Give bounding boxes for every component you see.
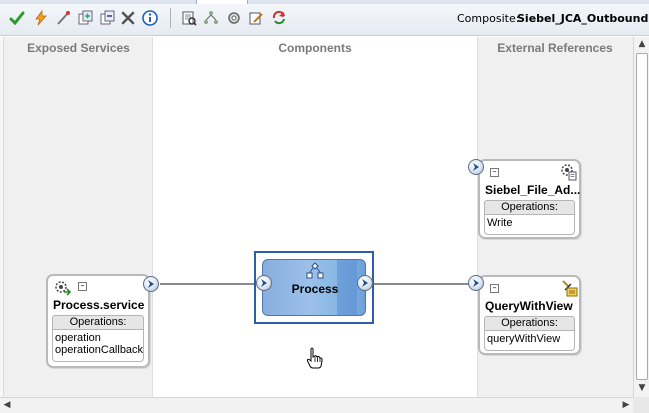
bpel-process-icon — [306, 262, 324, 283]
hand-cursor-icon — [306, 347, 324, 372]
process-name: Process — [291, 282, 339, 296]
toolbar: Composite: Siebel_JCA_Outbound — [0, 0, 649, 36]
preview-icon[interactable] — [180, 9, 198, 27]
operations-header: Operations: — [484, 200, 575, 215]
wire-service-to-process[interactable] — [160, 283, 258, 285]
editor-tab-strip — [0, 0, 649, 4]
operations-list: operation operationCallback — [52, 330, 144, 362]
operation-item[interactable]: operation — [55, 332, 101, 344]
collapse-button[interactable]: – — [490, 168, 499, 177]
scrollbar-corner — [633, 397, 649, 413]
components-title: Components — [278, 41, 352, 55]
info-icon[interactable] — [141, 9, 159, 27]
siebel-file-adapter-component[interactable]: – Siebel_File_Ad... Operations: Write — [478, 159, 581, 239]
adapter-gear-icon — [558, 162, 578, 185]
adapter-plug-icon — [559, 278, 579, 301]
scroll-down-icon[interactable]: ▼ — [638, 383, 646, 393]
process-component[interactable]: Process — [262, 259, 366, 316]
canvas-left-edge — [0, 37, 4, 397]
service-port-icon[interactable] — [143, 276, 159, 292]
layout-icon[interactable] — [202, 9, 220, 27]
vertical-scrollbar[interactable]: ▲ ▼ — [633, 37, 649, 397]
refresh-icon[interactable] — [270, 9, 288, 27]
web-service-gear-icon — [53, 278, 73, 301]
operations-list: Write — [484, 215, 575, 235]
delete-icon[interactable] — [119, 9, 137, 27]
operations-list: queryWithView — [484, 331, 575, 351]
toolbar-separator — [170, 8, 171, 28]
query-with-view-name: QueryWithView — [485, 299, 573, 313]
collapse-button[interactable]: – — [78, 282, 87, 291]
composite-canvas[interactable]: Exposed Services Components External Ref… — [0, 37, 649, 413]
collapse-button[interactable]: – — [490, 284, 499, 293]
siebel-file-adapter-name: Siebel_File_Ad... — [485, 183, 581, 197]
reference-port-icon[interactable] — [468, 159, 484, 175]
operations-header: Operations: — [484, 316, 575, 331]
components-lane[interactable] — [153, 37, 477, 397]
settings-icon[interactable] — [225, 9, 243, 27]
external-references-title: External References — [497, 41, 613, 55]
composite-label: Composite: — [457, 12, 520, 25]
add-icon[interactable] — [76, 9, 94, 27]
process-service-component[interactable]: – Process.service Operations: operation … — [46, 274, 150, 368]
deploy-bolt-icon[interactable] — [32, 9, 50, 27]
operation-item[interactable]: operationCallback — [55, 344, 144, 356]
scroll-right-icon[interactable]: ▶ — [622, 400, 630, 410]
scroll-up-icon[interactable]: ▲ — [638, 39, 646, 49]
vertical-scroll-thumb[interactable] — [636, 53, 648, 380]
operations-header: Operations: — [52, 315, 144, 330]
process-stripe — [337, 260, 357, 315]
query-with-view-component[interactable]: – QueryWithView Operations: queryWithVie… — [478, 275, 581, 355]
process-service-name: Process.service — [53, 298, 145, 312]
wire-process-to-query[interactable] — [372, 283, 470, 285]
scroll-left-icon[interactable]: ◀ — [3, 400, 11, 410]
operation-item[interactable]: queryWithView — [487, 333, 561, 345]
operation-item[interactable]: Write — [487, 217, 513, 229]
horizontal-scrollbar[interactable]: ◀ ▶ — [0, 397, 633, 413]
validate-check-icon[interactable] — [8, 9, 26, 27]
composite-name: Siebel_JCA_Outbound — [517, 12, 649, 25]
wire-icon[interactable] — [54, 9, 72, 27]
exposed-services-title: Exposed Services — [27, 41, 130, 55]
edit-icon[interactable] — [247, 9, 265, 27]
editor-tab[interactable] — [196, 0, 248, 4]
reference-port-icon[interactable] — [468, 275, 484, 291]
process-output-port-icon[interactable] — [357, 275, 373, 291]
process-input-port-icon[interactable] — [256, 275, 272, 291]
copy-icon[interactable] — [98, 9, 116, 27]
